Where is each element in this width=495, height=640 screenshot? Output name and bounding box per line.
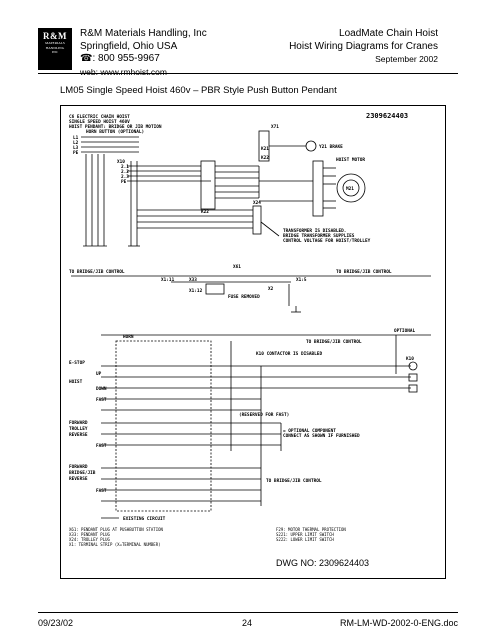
- m21-label: M21: [346, 186, 354, 192]
- company-phone: ☎: 800 955-9967: [80, 53, 160, 64]
- hoist-label: HOIST: [69, 379, 83, 385]
- bridge-forward-label: FORWARD: [69, 464, 88, 470]
- k22-lower-label: K22: [201, 209, 209, 215]
- transformer-note-2: BRIDGE TRANSFORMER SUPPLIES: [283, 233, 355, 239]
- document-date: September 2002: [375, 54, 438, 64]
- x1-5-label: X1:5: [296, 277, 307, 283]
- optional-component-1: = OPTIONAL COMPONENT: [283, 428, 336, 434]
- product-name: LoadMate Chain Hoist: [339, 28, 438, 39]
- footer-date: 09/23/02: [38, 618, 74, 628]
- diagram-title-line-3: HOIST PENDANT: BRIDGE OR JIB MOTION: [69, 124, 162, 130]
- document-info: LoadMate Chain Hoist Hoist Wiring Diagra…: [289, 28, 438, 66]
- page-title: LM05 Single Speed Hoist 460v – PBR Style…: [60, 85, 337, 96]
- fuse-label: FUSE REMOVED: [228, 294, 260, 300]
- existing-circuit-label: EXISTING CIRCUIT: [123, 516, 166, 522]
- hoist-up-label: UP: [96, 371, 102, 377]
- drawing-number: DWG NO: 2309624403: [276, 558, 369, 568]
- transformer-note-3: CONTROL VOLTAGE FOR HOIST/TROLLEY: [283, 238, 371, 244]
- page-number: 24: [242, 618, 253, 628]
- company-web[interactable]: web: www.rmhoist.com: [80, 66, 167, 77]
- footer-doc-id: RM-LM-WD-2002-0-ENG.doc: [339, 618, 458, 628]
- wiring-diagram-svg: C6 ELECTRIC CHAIN HOIST SINGLE SPEED HOI…: [69, 112, 431, 568]
- hoist-motor-label: HOIST MOTOR: [336, 157, 365, 163]
- trolley-label: TROLLEY: [69, 426, 88, 432]
- bridge-fast-label: FAST: [96, 488, 107, 494]
- x10-term-pe: PE: [121, 179, 127, 185]
- diagram-title-line-1: C6 ELECTRIC CHAIN HOIST: [69, 114, 130, 120]
- to-bridge-left: TO BRIDGE/JIB CONTROL: [69, 269, 125, 275]
- optional-component-2: CONNECT AS SHOWN IF FURNISHED: [283, 433, 360, 439]
- bridge-reverse-label: REVERSE: [69, 476, 88, 482]
- trolley-reverse-label: REVERSE: [69, 432, 88, 438]
- k10-disabled-label: K10 CONTACTOR IS DISABLED: [256, 351, 322, 357]
- company-info: R&M Materials Handling, Inc Springfield,…: [80, 28, 207, 78]
- legend-left-2: X33: PENDANT PLUG: [69, 532, 111, 537]
- x10-term-3: 2.3: [121, 174, 129, 180]
- legend-left-1: X61: PENDANT PLUG AT PUSHBUTTON STATION: [69, 527, 164, 532]
- company-name: R&M Materials Handling, Inc: [80, 28, 207, 39]
- diagram-title-line-2: SINGLE SPEED HOIST 460V: [69, 119, 130, 125]
- phone-icon: ☎: [80, 53, 93, 64]
- k21-label: K21: [261, 146, 269, 152]
- x10-label: X10: [117, 159, 125, 165]
- x1-11-label: X1:11: [161, 277, 175, 283]
- hoist-fast-label: FAST: [96, 397, 107, 403]
- x10-term-1: 2.1: [121, 164, 129, 170]
- hoist-down-label: DOWN: [96, 386, 107, 392]
- to-bridge-right: TO BRIDGE/JIB CONTROL: [336, 269, 392, 275]
- header-rule: [38, 73, 458, 74]
- x61-label: X61: [233, 264, 241, 270]
- x24-label: X24: [253, 200, 261, 206]
- x71-label: X71: [271, 124, 279, 130]
- horn-label: HORN: [123, 334, 134, 340]
- x1-12-label: X1:12: [189, 288, 203, 294]
- legend-left-3: X24: TROLLEY PLUG: [69, 537, 111, 542]
- footer-rule: [38, 612, 458, 613]
- wiring-diagram: C6 ELECTRIC CHAIN HOIST SINGLE SPEED HOI…: [60, 105, 446, 579]
- reserved-label: (RESERVED FOR FAST): [239, 412, 289, 418]
- legend-right-1: F29: MOTOR THERMAL PROTECTION: [276, 527, 346, 532]
- line-label-pe: PE: [73, 150, 79, 156]
- transformer-note-1: TRANSFORMER IS DISABLED.: [283, 228, 346, 234]
- bridge-label: BRIDGE/JIB: [69, 470, 96, 476]
- document-title: Hoist Wiring Diagrams for Cranes: [289, 40, 438, 52]
- company-city: Springfield, Ohio USA: [80, 40, 178, 52]
- k22-label: K22: [261, 155, 269, 161]
- trolley-forward-label: FORWARD: [69, 420, 88, 426]
- line-label-l2: L2: [73, 140, 79, 146]
- legend-left-4: X1: TERMINAL STRIP (X=TERMINAL NUMBER): [69, 542, 161, 547]
- diagram-title-line-4: HORN BUTTON (OPTIONAL): [86, 129, 144, 135]
- y21-brake-label: Y21 BRAKE: [319, 144, 343, 150]
- x10-term-2: 2.2: [121, 169, 129, 175]
- k10-label: K10: [406, 356, 414, 362]
- company-logo: R&M MATERIALS HANDLING INC: [38, 28, 72, 70]
- to-bridge-low: TO BRIDGE/JIB CONTROL: [266, 478, 322, 484]
- trolley-fast-label: FAST: [96, 443, 107, 449]
- legend-right-2: S221: UPPER LIMIT SWITCH: [276, 532, 334, 537]
- line-label-l3: L3: [73, 145, 79, 151]
- x2-label: X2: [268, 286, 274, 292]
- line-label-l1: L1: [73, 135, 79, 141]
- part-number: 2309624403: [366, 112, 408, 120]
- estop-label: E-STOP: [69, 360, 85, 366]
- x33-label: X33: [189, 277, 197, 283]
- optional-label: OPTIONAL: [394, 328, 416, 334]
- legend-right-3: S222: LOWER LIMIT SWITCH: [276, 537, 334, 542]
- to-bridge-mid: TO BRIDGE/JIB CONTROL: [306, 339, 362, 345]
